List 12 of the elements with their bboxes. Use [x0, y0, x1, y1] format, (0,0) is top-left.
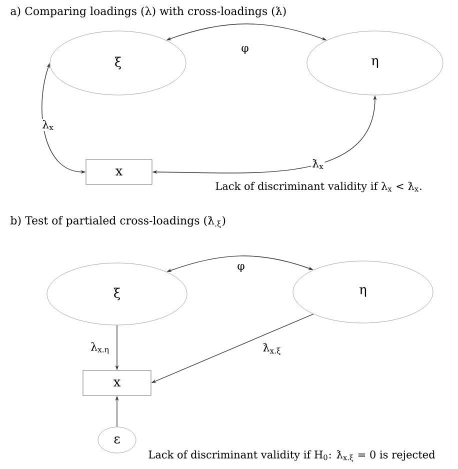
note-text: a) Comparing loadings (λ) with cross-loadings (ƛ) — [10, 6, 286, 18]
note-text: Lack of discriminant validity if λ$_{x}$ < ƛ$_{x}$. — [216, 182, 422, 192]
edge-label: φ — [238, 264, 244, 272]
edge-label: ƛ$_{x}$ — [312, 158, 324, 170]
note-text: b) Test of partialed cross-loadings (ƛ$_{.ξ}$) — [10, 216, 226, 228]
edge-label: λ$_{x}$ — [42, 120, 54, 130]
edge-label: φ — [242, 46, 248, 54]
edge-label: ƛ$_{x.ξ}$ — [263, 342, 280, 356]
indicator-box: x — [86, 159, 152, 185]
indicator-box: x — [82, 370, 152, 396]
edge-label: λ$_{x.η}$ — [91, 342, 108, 354]
note-text: Lack of discriminant validity if H$_{0}$: ƛ$_{x.ξ}$ = 0 is rejected — [148, 450, 435, 462]
